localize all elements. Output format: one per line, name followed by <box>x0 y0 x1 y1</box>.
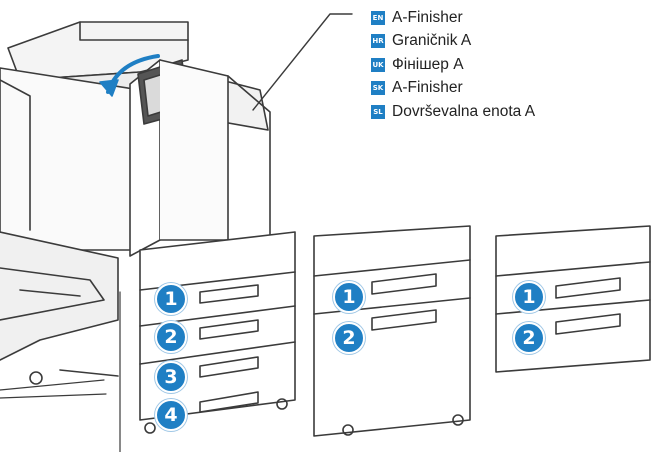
cabinet-short-badge-1: 1 <box>513 281 545 313</box>
legend-item-en: EN A-Finisher <box>371 6 535 30</box>
cabinet-two-trays <box>313 225 471 437</box>
tray-badge-4: 4 <box>155 399 187 431</box>
legend-label: Dovrševalna enota A <box>392 102 536 120</box>
language-code: HR <box>371 34 385 49</box>
cabinet-two-badge-1: 1 <box>333 281 365 313</box>
tray-badge-2: 2 <box>155 321 187 353</box>
legend-label: Graničnik A <box>392 32 472 50</box>
legend: EN A-Finisher HR Graničnik A UK Фінішер А S… <box>371 6 535 124</box>
legend-item-hr: HR Graničnik A <box>371 30 535 54</box>
printer-body <box>0 21 296 434</box>
legend-label: A-Finisher <box>392 8 463 26</box>
language-code: SK <box>371 81 385 96</box>
legend-item-sl: SL Dovrševalna enota A <box>371 100 535 124</box>
language-code: EN <box>371 10 385 25</box>
language-code: UK <box>371 57 385 72</box>
legend-item-uk: UK Фінішер А <box>371 53 535 77</box>
tray-badge-1: 1 <box>155 283 187 315</box>
legend-label: Фінішер А <box>392 55 464 73</box>
cabinet-short-badge-2: 2 <box>513 322 545 354</box>
cabinet-two-badge-2: 2 <box>333 322 365 354</box>
legend-item-sk: SK A-Finisher <box>371 77 535 101</box>
language-code: SL <box>371 104 385 119</box>
tray-badge-3: 3 <box>155 361 187 393</box>
legend-label: A-Finisher <box>392 79 463 97</box>
